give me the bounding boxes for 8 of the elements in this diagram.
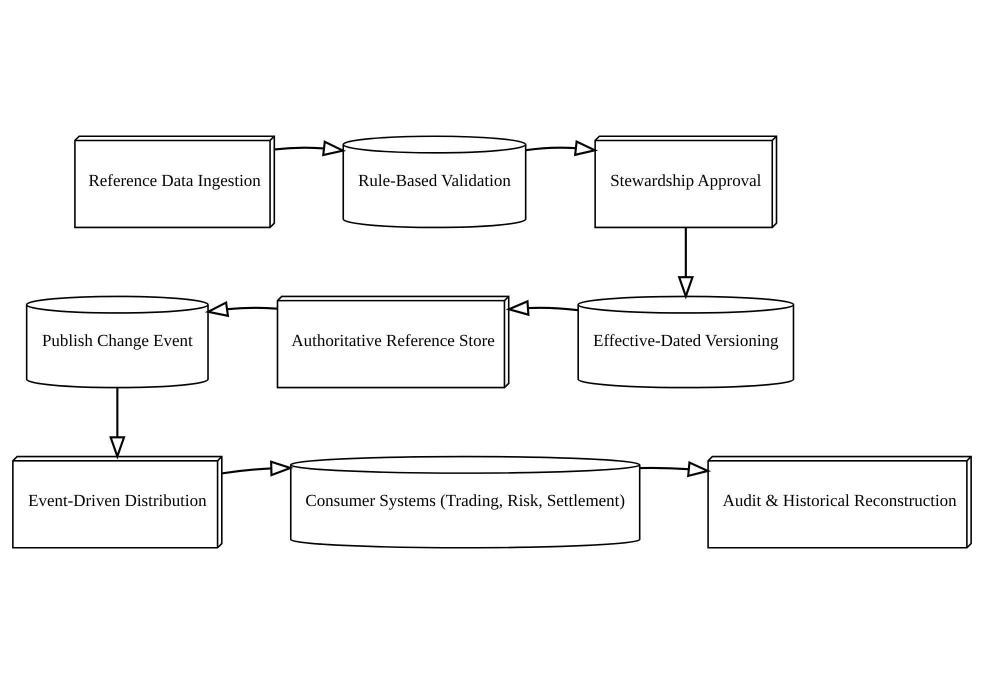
arrow <box>506 300 578 316</box>
arrow <box>222 460 294 477</box>
arrow <box>274 140 346 156</box>
arrow <box>678 228 694 300</box>
arrow <box>526 140 598 156</box>
arrow <box>640 461 712 478</box>
arrow <box>204 300 278 318</box>
arrow <box>109 388 126 460</box>
